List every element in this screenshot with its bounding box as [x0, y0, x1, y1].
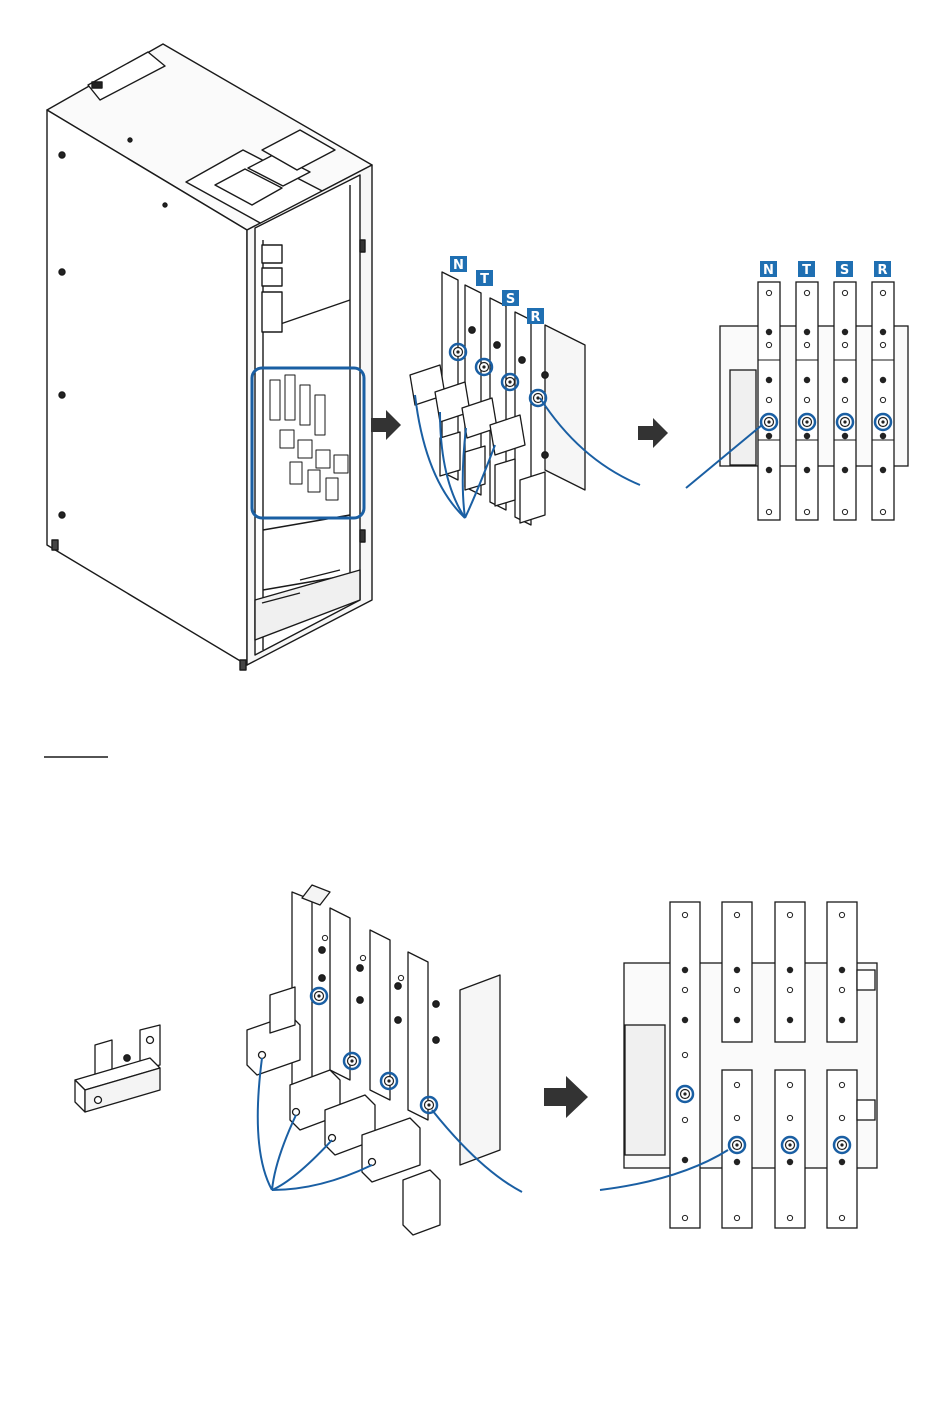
svg-text:S: S	[506, 292, 515, 307]
svg-text:R: R	[530, 310, 540, 325]
svg-text:T: T	[802, 263, 811, 278]
arrow-right-icon	[544, 1076, 588, 1118]
phase-label-n: N	[760, 261, 777, 278]
ups-cabinet	[47, 44, 372, 670]
svg-text:R: R	[877, 263, 887, 278]
phase-label-s: S	[502, 290, 519, 307]
arrow-right-icon	[638, 418, 668, 448]
phase-label-r: R	[874, 261, 891, 278]
phase-label-r: R	[527, 308, 544, 325]
bracket-part	[75, 1025, 160, 1112]
phase-label-n: N	[450, 256, 467, 273]
svg-text:N: N	[453, 258, 464, 273]
svg-text:N: N	[763, 263, 774, 278]
busbar-front-view-bottom	[624, 902, 877, 1228]
busbar-front-view-top	[720, 282, 908, 520]
phase-label-t: T	[476, 270, 493, 287]
phase-label-t: T	[798, 261, 815, 278]
svg-text:T: T	[480, 272, 489, 287]
arrow-right-icon	[371, 410, 401, 440]
busbar-assembly-top	[410, 272, 585, 525]
phase-label-s: S	[836, 261, 853, 278]
phase-labels-top-right: N T S R	[760, 261, 891, 278]
svg-text:S: S	[840, 263, 849, 278]
